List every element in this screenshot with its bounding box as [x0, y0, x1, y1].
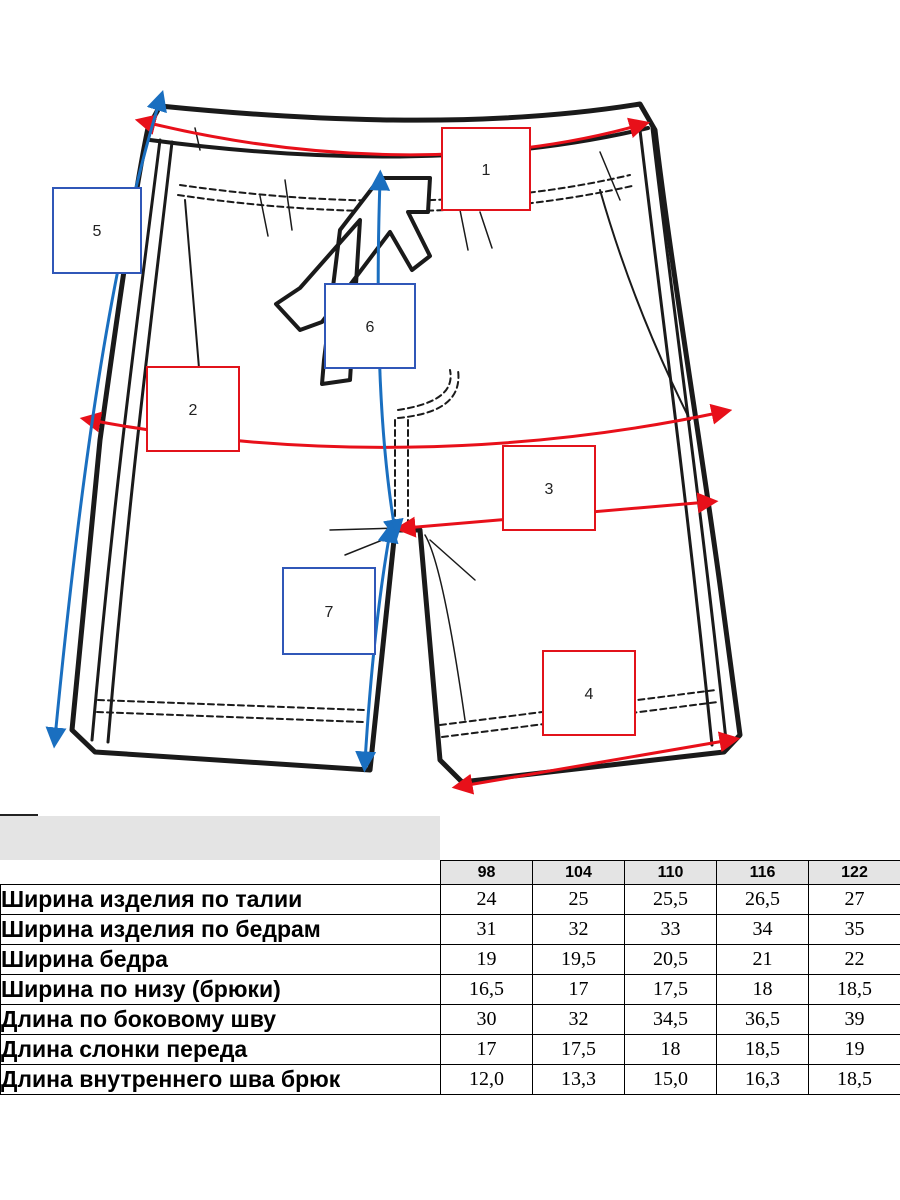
table-cell: 34 [716, 914, 809, 945]
table-cell: 33 [624, 914, 717, 945]
table-row: Ширина изделия по бедрам 31 32 33 34 35 [0, 914, 900, 945]
table-cell: 26,5 [716, 884, 809, 915]
right-side-stripe [638, 128, 714, 747]
table-row: Ширина изделия по талии 24 25 25,5 26,5 … [0, 884, 900, 915]
callout-label-4: 4 [585, 686, 594, 703]
shorts-outline [69, 101, 743, 785]
table-cell: 34,5 [624, 1004, 717, 1035]
table-cell: 25 [532, 884, 625, 915]
table-cell: 35 [808, 914, 900, 945]
table-cell: 17 [440, 1034, 533, 1065]
callout-box-6 [324, 283, 416, 369]
row-label: Ширина бедра [0, 944, 441, 975]
callout-box-1 [441, 127, 531, 211]
callout-box-3 [502, 445, 596, 531]
table-cell: 19 [440, 944, 533, 975]
size-header: 104 [532, 860, 625, 885]
callout-label-3: 3 [545, 481, 554, 498]
table-cell: 32 [532, 914, 625, 945]
shorts-measurement-diagram: 1 2 3 4 5 6 7 [45, 89, 743, 795]
size-header: 110 [624, 860, 717, 885]
row-label: Ширина изделия по талии [0, 884, 441, 915]
callout-box-7 [282, 567, 376, 655]
corner-tick [0, 814, 38, 816]
callout-label-7: 7 [325, 604, 334, 621]
table-cell: 31 [440, 914, 533, 945]
table-cell: 36,5 [716, 1004, 809, 1035]
table-cell: 19 [808, 1034, 900, 1065]
table-cell: 18 [624, 1034, 717, 1065]
table-cell: 39 [808, 1004, 900, 1035]
size-header: 116 [716, 860, 809, 885]
right-pocket-line [599, 189, 691, 421]
table-cell: 30 [440, 1004, 533, 1035]
left-pocket-line [184, 199, 201, 381]
table-row: Длина слонки переда 17 17,5 18 18,5 19 [0, 1034, 900, 1065]
table-cell: 32 [532, 1004, 625, 1035]
header-corner [0, 860, 441, 885]
row-label: Длина слонки переда [0, 1034, 441, 1065]
table-cell: 16,5 [440, 974, 533, 1005]
table-row: Ширина бедра 19 19,5 20,5 21 22 [0, 944, 900, 975]
callout-label-1: 1 [482, 162, 491, 179]
callout-box-2 [146, 366, 240, 452]
callout-label-6: 6 [366, 319, 375, 336]
table-cell: 17,5 [532, 1034, 625, 1065]
table-row: Длина по боковому шву 30 32 34,5 36,5 39 [0, 1004, 900, 1035]
size-header: 98 [440, 860, 533, 885]
table-cell: 25,5 [624, 884, 717, 915]
row-label: Ширина по низу (брюки) [0, 974, 441, 1005]
table-cell: 18,5 [716, 1034, 809, 1065]
table-title-bar [0, 816, 440, 860]
row-label: Длина внутреннего шва брюк [0, 1064, 441, 1095]
table-cell: 17,5 [624, 974, 717, 1005]
waistband-line [148, 126, 650, 159]
table-row: Длина внутреннего шва брюк 12,0 13,3 15,… [0, 1064, 900, 1095]
table-row: Ширина по низу (брюки) 16,5 17 17,5 18 1… [0, 974, 900, 1005]
table-cell: 20,5 [624, 944, 717, 975]
callout-boxes: 1 2 3 4 5 6 7 [52, 127, 636, 736]
waist-width-arrow [134, 114, 651, 157]
hem-width-arrow [451, 731, 741, 795]
table-cell: 18 [716, 974, 809, 1005]
table-cell: 19,5 [532, 944, 625, 975]
callout-box-4 [542, 650, 636, 736]
side-seam-length-arrow [45, 89, 167, 749]
table-cell: 18,5 [808, 974, 900, 1005]
table-cell: 18,5 [808, 1064, 900, 1095]
table-cell: 15,0 [624, 1064, 717, 1095]
table-cell: 17 [532, 974, 625, 1005]
size-header-row: 98 104 110 116 122 [0, 860, 900, 885]
callout-label-5: 5 [93, 223, 102, 240]
size-header: 122 [808, 860, 900, 885]
table-cell: 13,3 [532, 1064, 625, 1095]
table-cell: 22 [808, 944, 900, 975]
table-cell: 27 [808, 884, 900, 915]
table-cell: 12,0 [440, 1064, 533, 1095]
callout-box-5 [52, 187, 142, 274]
callout-label-2: 2 [189, 402, 198, 419]
table-cell: 16,3 [716, 1064, 809, 1095]
table-cell: 21 [716, 944, 809, 975]
row-label: Ширина изделия по бедрам [0, 914, 441, 945]
row-label: Длина по боковому шву [0, 1004, 441, 1035]
table-cell: 24 [440, 884, 533, 915]
size-chart-table: 98 104 110 116 122 Ширина изделия по тал… [0, 860, 900, 1095]
